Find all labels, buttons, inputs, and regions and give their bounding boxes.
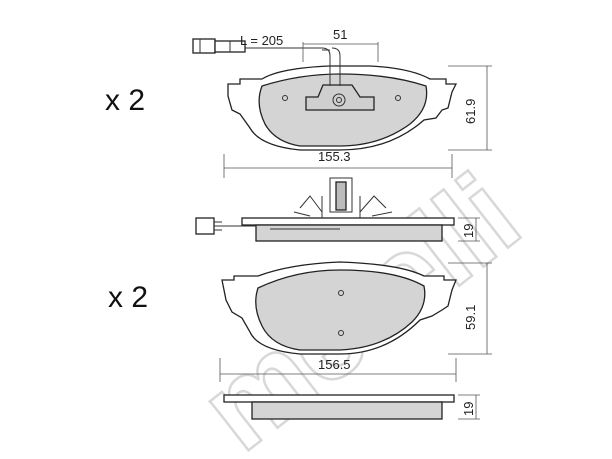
bottom-dimensions: 156.5 59.1 xyxy=(219,262,492,382)
bottom-height-label: 59.1 xyxy=(463,305,478,330)
bottom-pad-side-view: 19 xyxy=(223,394,480,420)
bottom-width-label: 156.5 xyxy=(318,357,351,372)
top-side-clip xyxy=(293,177,393,218)
top-side-plate xyxy=(241,217,455,226)
top-side-friction xyxy=(255,224,443,242)
bottom-quantity-label: x 2 xyxy=(108,281,148,314)
top-width-label: 155.3 xyxy=(318,149,351,164)
bottom-rivet-upper xyxy=(338,290,344,296)
top-height-label: 61.9 xyxy=(463,99,478,124)
bottom-thickness-label: 19 xyxy=(461,402,476,416)
top-pad-side-view: 19 xyxy=(195,177,480,242)
bottom-pad-front-view xyxy=(221,261,457,355)
top-rivet-left xyxy=(282,95,288,101)
sensor-offset-label: 51 xyxy=(333,27,347,42)
top-rivet-right xyxy=(395,95,401,101)
bottom-rivet-lower xyxy=(338,330,344,336)
bottom-side-plate xyxy=(223,394,455,403)
top-sensor-circle-inner xyxy=(336,97,342,103)
top-thickness-label: 19 xyxy=(461,224,476,238)
top-side-connector xyxy=(195,217,215,235)
top-sensor-circle-outer xyxy=(332,93,346,107)
bottom-side-friction xyxy=(251,401,443,420)
top-connector-plug xyxy=(192,38,216,54)
bottom-friction-material xyxy=(255,269,426,351)
top-quantity-label: x 2 xyxy=(105,84,145,117)
top-pad-front-view xyxy=(192,38,458,151)
top-dimensions: L = 205 51 155.3 61.9 xyxy=(223,27,492,178)
cable-length-label: L = 205 xyxy=(240,33,283,48)
